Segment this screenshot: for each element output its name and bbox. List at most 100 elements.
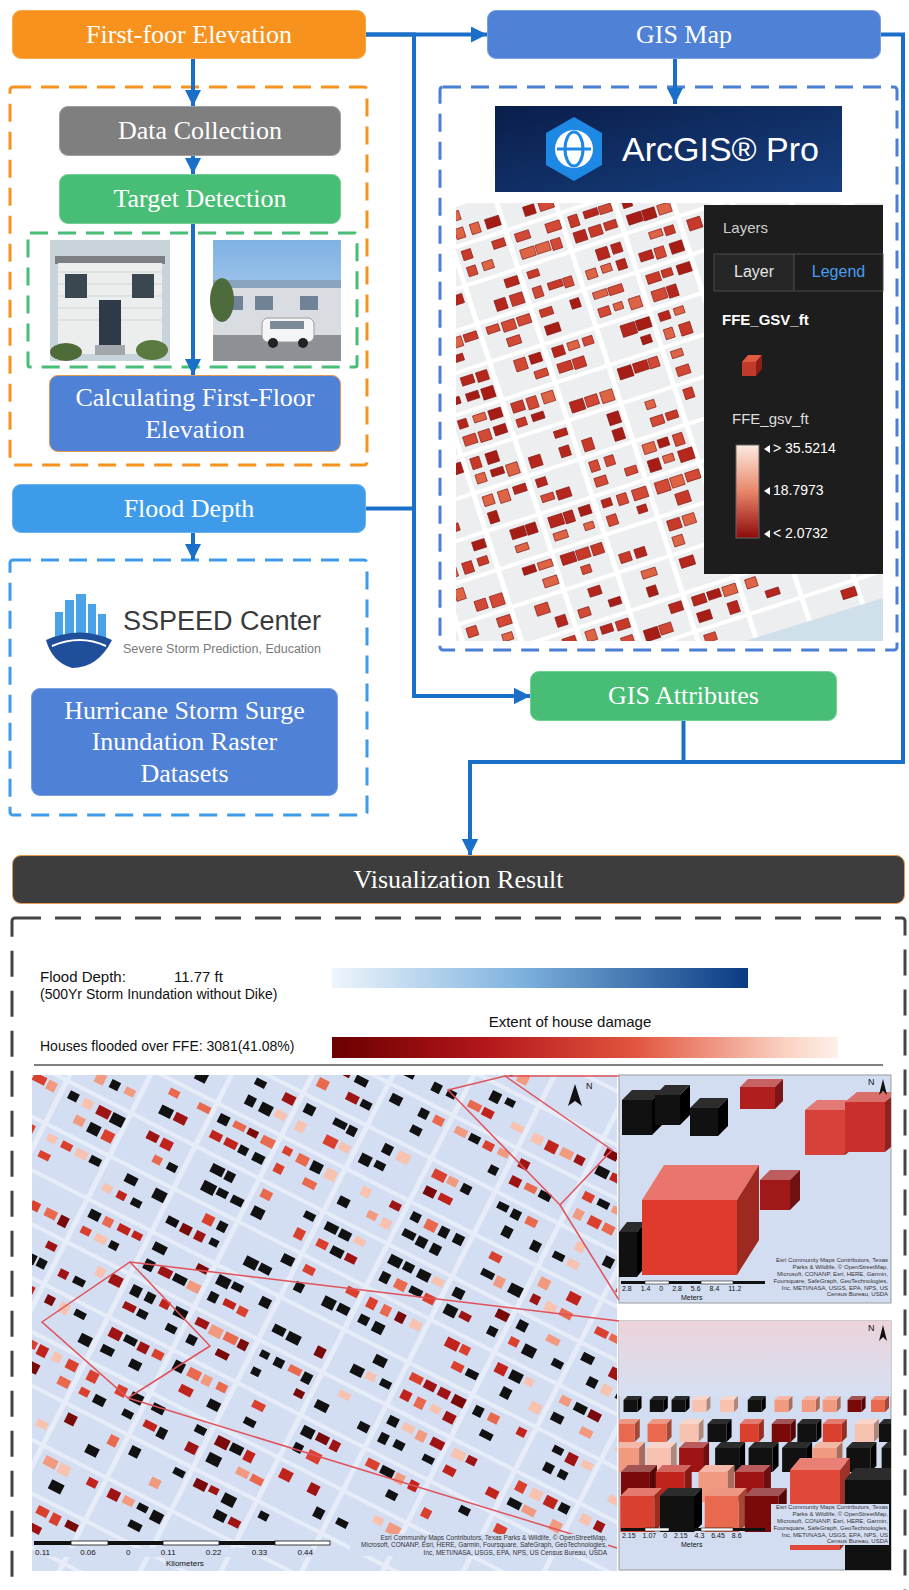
- building-footprint: [620, 634, 634, 641]
- building-footprint: [567, 340, 580, 351]
- building-footprint: [550, 237, 563, 250]
- house-footprint: [302, 1103, 316, 1117]
- building-footprint: [490, 466, 505, 477]
- street-photo: [262, 318, 314, 342]
- house-footprint: [259, 1188, 273, 1201]
- flood-map: [448, 1076, 612, 1205]
- house-footprint: [551, 1358, 565, 1370]
- house-footprint: [287, 1364, 302, 1377]
- house-footprint: [353, 1236, 367, 1248]
- house-footprint: [32, 1337, 38, 1350]
- building-footprint: [604, 455, 616, 467]
- house-footprint: [446, 1175, 459, 1187]
- house-footprint: [465, 1368, 480, 1381]
- house-footprint: [136, 1341, 150, 1354]
- house-footprint: [409, 1211, 422, 1223]
- center-logo: [46, 633, 112, 669]
- house-footprint: [88, 1155, 102, 1167]
- building-3d: [660, 1496, 694, 1532]
- building-footprint: [606, 514, 619, 527]
- process-box: GIS Map: [487, 10, 881, 59]
- building-footprint: [582, 335, 594, 346]
- building-3d: [885, 1092, 891, 1152]
- flow-arrow: [470, 721, 684, 855]
- house-footprint: [336, 1303, 351, 1316]
- flow-arrow: [191, 224, 195, 375]
- house-footprint: [345, 1092, 360, 1105]
- road-line: [501, 1083, 617, 1571]
- house-footprint: [32, 1075, 617, 1571]
- house-footprint: [329, 1245, 344, 1259]
- building-footprint: [555, 614, 568, 627]
- building-footprint: [585, 268, 598, 280]
- house-footprint: [251, 1152, 266, 1165]
- building-footprint: [585, 629, 598, 641]
- software-logo: [495, 106, 842, 192]
- house-footprint: [323, 1167, 338, 1182]
- building-3d: [879, 1424, 891, 1442]
- building-footprint: [679, 555, 696, 569]
- building-3d: [680, 1424, 699, 1442]
- building-footprint: [632, 360, 649, 374]
- house-footprint: [144, 1291, 157, 1304]
- house-footprint: [130, 1197, 143, 1209]
- building-footprint: [541, 492, 555, 503]
- damage-colorbar: [332, 1037, 838, 1058]
- building-footprint: [466, 265, 478, 277]
- building-footprint: [628, 296, 643, 310]
- building-footprint: [529, 352, 543, 364]
- house-footprint: [45, 1079, 58, 1092]
- house-footprint: [394, 1311, 407, 1324]
- road-line: [32, 1075, 185, 1571]
- house-footprint: [517, 1158, 530, 1171]
- house-footprint: [387, 1254, 403, 1269]
- house-footprint: [302, 1177, 318, 1190]
- house-footprint: [379, 1304, 392, 1317]
- house-footprint: [92, 1394, 107, 1407]
- house-footprint: [500, 1225, 514, 1239]
- building-footprint: [556, 487, 572, 501]
- road-line: [456, 522, 883, 641]
- house-footprint: [43, 1207, 58, 1220]
- building-footprint: [643, 626, 660, 641]
- process-box: Target Detection: [59, 174, 341, 224]
- house-footprint: [472, 1405, 485, 1418]
- building-footprint: [645, 399, 657, 410]
- building-footprint: [608, 596, 622, 607]
- road-line: [456, 203, 692, 641]
- house-footprint: [422, 1185, 437, 1199]
- house-footprint: [251, 1399, 266, 1412]
- data-box: Hurricane Storm Surge Inundation Raster …: [31, 688, 338, 796]
- road-line: [32, 1075, 617, 1419]
- house-footprint: [552, 1251, 566, 1263]
- building-footprint: [669, 240, 685, 255]
- logo-text: SSPEED Center: [123, 606, 321, 637]
- building-footprint: [469, 222, 481, 235]
- road-line: [372, 1075, 617, 1571]
- legend-note: (500Yr Storm Inundation without Dike): [40, 986, 277, 1002]
- building-footprint: [696, 609, 712, 623]
- house-footprint: [364, 1371, 377, 1383]
- house-footprint: [178, 1384, 194, 1398]
- building-3d: [672, 1400, 686, 1412]
- building-footprint: [475, 472, 487, 484]
- house-footprint: [195, 1263, 209, 1275]
- building-3d: [885, 1396, 889, 1412]
- building-3d: [802, 1400, 816, 1412]
- building-3d: [773, 1442, 779, 1472]
- house-footprint: [227, 1516, 241, 1528]
- house-footprint: [121, 1408, 134, 1420]
- house-footprint: [559, 1147, 574, 1161]
- house-photo: [58, 263, 162, 354]
- house-footprint: [229, 1442, 245, 1456]
- house-footprint: [220, 1492, 237, 1508]
- house-footprint: [338, 1228, 353, 1242]
- house-footprint: [345, 1125, 358, 1138]
- house-footprint: [594, 1326, 610, 1339]
- building-footprint: [648, 229, 663, 240]
- process-box: GIS Attributes: [530, 671, 837, 721]
- building-3d: [619, 1424, 635, 1442]
- house-footprint: [185, 1334, 198, 1347]
- building-footprint: [575, 547, 591, 561]
- building-3d: [638, 1396, 642, 1412]
